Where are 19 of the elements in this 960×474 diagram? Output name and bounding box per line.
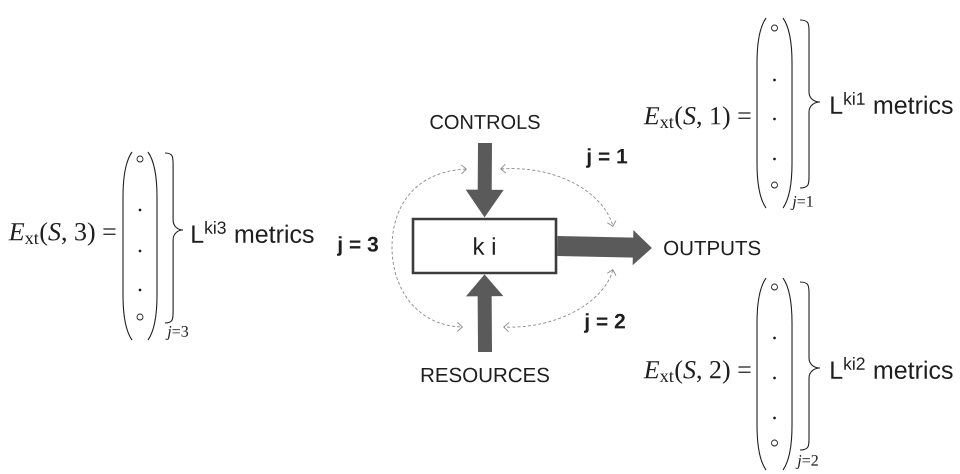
metrics-label: L$^{ki1}$ metrics — [831, 92, 953, 114]
equation: E$_{xt}$(S, 2) = — [644, 360, 751, 384]
process-box: k i — [412, 218, 558, 274]
equation: E$_{xt}$(S, 3) = — [8, 222, 116, 246]
flow-label: OUTPUTS — [664, 240, 760, 256]
dashed-arrow — [392, 164, 468, 332]
flow-label: RESOURCES — [422, 368, 549, 382]
vector-index: j=2 — [796, 455, 818, 469]
edge-label: j = 3 — [336, 234, 380, 258]
vector-index: j=3 — [166, 326, 188, 340]
equation: E$_{xt}$(S, 1) = — [644, 106, 751, 130]
dashed-arrow — [503, 269, 616, 332]
edge-label: j = 2 — [582, 312, 628, 334]
flow-label: CONTROLS — [430, 114, 540, 130]
vector-index: j=1 — [790, 196, 813, 210]
edge-label: j = 1 — [584, 146, 630, 170]
metrics-label: L$^{ki2}$ metrics — [831, 357, 953, 379]
metrics-label: L$^{ki3}$ metrics — [192, 221, 314, 243]
dashed-arrow — [500, 164, 616, 227]
